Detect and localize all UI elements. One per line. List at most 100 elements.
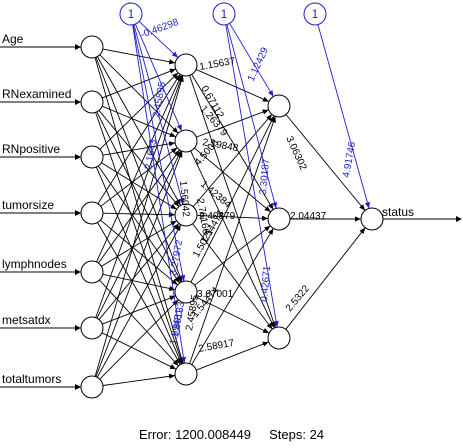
arrow-head [261, 215, 269, 221]
weight-label: 2.40379 [199, 211, 236, 222]
weight-edge [194, 225, 271, 286]
bias-edge [138, 21, 179, 58]
neuron-node [174, 129, 198, 153]
arrow-head [456, 216, 462, 222]
input-label: RNpositive [2, 142, 60, 156]
error-value: 1200.008449 [175, 427, 251, 442]
arrow-head [169, 68, 176, 74]
input-label: RNexamined [2, 87, 71, 101]
arrow-head [175, 358, 181, 365]
arrow-head [175, 198, 181, 206]
input-label: lymphnodes [2, 257, 67, 271]
weight-edge [95, 166, 183, 365]
arrow-head [168, 285, 176, 292]
weight-edge [96, 150, 182, 319]
weight-edge [194, 147, 271, 213]
neuron-node [80, 375, 104, 399]
arrow-head [355, 216, 361, 222]
weight-edge [102, 295, 176, 325]
arrow-head [168, 141, 176, 147]
weight-edge [192, 223, 273, 330]
neuron-node [174, 280, 198, 304]
neuron-node [267, 94, 291, 118]
arrow-head [172, 359, 179, 366]
arrow-head [75, 210, 81, 216]
arrow-head [75, 154, 81, 160]
weight-edge [285, 227, 366, 330]
weight-edge [97, 222, 181, 365]
weight-edge [99, 279, 179, 367]
arrow-head [180, 274, 186, 282]
bias-node [303, 2, 327, 26]
arrow-head [262, 96, 269, 102]
arrow-head [364, 201, 370, 209]
weight-label: 2.58917 [198, 338, 236, 355]
arrow-head [172, 127, 179, 134]
neuron-node [360, 207, 384, 231]
arrow-head [268, 228, 274, 235]
arrow-head [168, 212, 176, 218]
neuron-node [267, 326, 291, 350]
arrow-head [267, 203, 274, 210]
bias-edge [134, 23, 183, 132]
neuron-node [80, 90, 104, 114]
bias-node-label: 1 [221, 7, 228, 21]
weight-label: 2.5322 [284, 283, 312, 314]
neuron-node [80, 260, 104, 284]
arrow-head [264, 206, 271, 212]
arrow-head [177, 151, 183, 158]
weight-edge [99, 72, 179, 150]
weight-label: 1.15637 [199, 56, 237, 73]
neuron-node [174, 362, 198, 386]
input-label: Age [2, 32, 24, 46]
arrow-head [178, 75, 184, 83]
weight-edge [95, 112, 183, 364]
weight-edge [196, 109, 269, 138]
weight-edge [95, 151, 183, 377]
arrow-head [75, 384, 81, 390]
steps-label: Steps: [269, 427, 306, 442]
weight-edge [96, 56, 182, 206]
arrow-head [359, 227, 366, 234]
arrow-head [273, 320, 279, 328]
weight-edge [96, 74, 182, 263]
bias-edge [229, 23, 274, 97]
arrow-head [262, 328, 270, 334]
weight-edge [98, 110, 180, 207]
arrow-head [272, 201, 278, 209]
arrow-head [75, 44, 81, 50]
weight-edge [101, 332, 177, 370]
arrow-head [170, 147, 178, 154]
arrow-head [169, 132, 176, 137]
weight-edge [98, 149, 180, 264]
weight-edge [101, 162, 177, 210]
arrow-head [75, 325, 81, 331]
weight-label: 2.45895 [151, 81, 168, 119]
arrow-head [270, 116, 276, 123]
bias-edge [225, 24, 278, 328]
input-label: totaltumors [2, 372, 61, 386]
weight-label: 3.30187 [258, 158, 272, 195]
weight-edge [196, 341, 269, 371]
weight-edge [285, 114, 366, 211]
bias-edge [133, 24, 184, 205]
weight-edge [99, 54, 179, 134]
weight-edge [102, 375, 176, 386]
weight-edge [94, 57, 184, 364]
arrow-head [173, 200, 179, 207]
connections [0, 21, 462, 390]
weight-label: 3.67001 [197, 289, 234, 300]
weight-edge [100, 219, 178, 286]
weight-edge [195, 69, 270, 102]
weight-edge [196, 215, 269, 219]
neuron-node [80, 35, 104, 59]
neuron-node [80, 201, 104, 225]
bias-node [119, 2, 143, 26]
weight-edge [99, 299, 179, 380]
weight-edge [189, 75, 276, 328]
weight-label: 1.5021 [191, 227, 216, 259]
bias-edge [132, 24, 185, 282]
weight-edge [192, 114, 273, 207]
weight-edge [102, 212, 176, 216]
neuron-node [80, 145, 104, 169]
